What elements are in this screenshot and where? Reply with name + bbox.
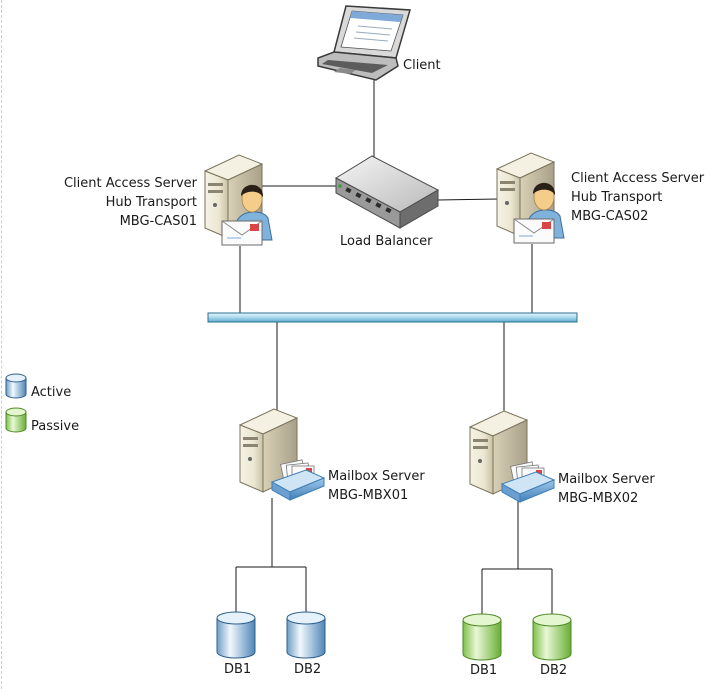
lb-to-cas02-line — [437, 198, 499, 201]
laptop-icon — [317, 5, 411, 81]
load-balancer-label: Load Balancer — [340, 234, 433, 249]
cas01-role2-label: Hub Transport — [105, 195, 197, 210]
mbx02-role-label: Mailbox Server — [558, 472, 655, 487]
mbx02-db1-label: DB1 — [470, 663, 498, 678]
page-edge — [1, 0, 2, 689]
mbx02-name-label: MBG-MBX02 — [558, 491, 639, 506]
legend-active-database-icon — [5, 373, 27, 399]
cas01-role-label: Client Access Server — [63, 176, 197, 191]
cas02-name-label: MBG-CAS02 — [571, 209, 649, 224]
client-label: Client — [403, 58, 441, 73]
cas02-mail-icon — [513, 218, 555, 244]
network-bus — [207, 312, 578, 323]
mbx01-db1-label: DB1 — [224, 662, 252, 677]
cas01-mail-icon — [221, 220, 263, 246]
mbx02-db1-passive-database-icon — [462, 613, 502, 661]
mbx02-db2-passive-database-icon — [532, 613, 572, 661]
mbx02-mail-tray-icon — [500, 461, 556, 503]
cas02-role-label: Client Access Server — [571, 171, 705, 186]
mbx01-db2-active-database-icon — [286, 611, 326, 659]
mbx02-db2-label: DB2 — [540, 663, 568, 678]
cas02-role2-label: Hub Transport — [571, 190, 663, 205]
legend-passive-label: Passive — [31, 419, 80, 434]
load-balancer-icon — [334, 155, 440, 229]
legend-active-label: Active — [31, 385, 72, 400]
mbx01-role-label: Mailbox Server — [328, 469, 425, 484]
cas01-name-label: MBG-CAS01 — [119, 214, 197, 229]
mbx01-name-label: MBG-MBX01 — [328, 488, 409, 503]
mbx01-db2-label: DB2 — [294, 662, 322, 677]
legend-passive-database-icon — [5, 407, 27, 433]
mbx01-mail-tray-icon — [270, 459, 326, 501]
connector-lines — [235, 80, 553, 614]
mbx01-db1-active-database-icon — [216, 611, 256, 659]
